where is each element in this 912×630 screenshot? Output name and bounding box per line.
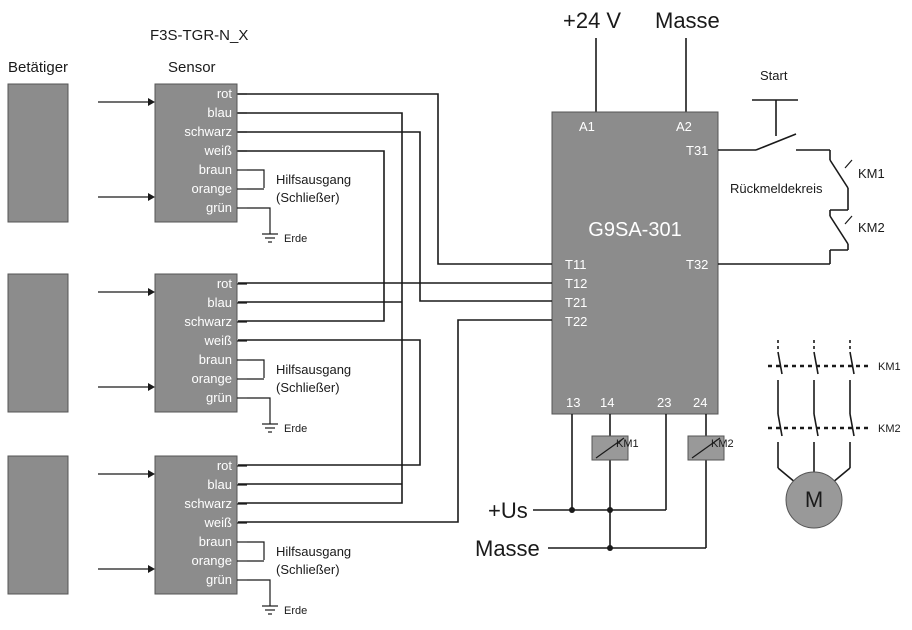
motor-symbol xyxy=(785,471,843,529)
wire-color-label: braun xyxy=(199,534,232,549)
terminal-24: 24 xyxy=(693,395,707,410)
wire-color-label: grün xyxy=(206,390,232,405)
motor-circuit xyxy=(768,340,870,489)
wire-color-label: braun xyxy=(199,162,232,177)
wire-color-label: weiß xyxy=(204,333,233,348)
relay-box xyxy=(551,111,719,415)
sensor-groups: rotblauschwarzweißbraunorangegrünErdeHil… xyxy=(7,83,351,617)
terminal-14: 14 xyxy=(600,395,614,410)
km2-feedback-contact xyxy=(829,215,849,245)
sensor-block xyxy=(154,273,238,413)
start-label: Start xyxy=(760,68,788,83)
supply-ground-label: Masse xyxy=(655,8,720,33)
wire-color-label: orange xyxy=(192,553,232,568)
wire-color-label: rot xyxy=(217,458,233,473)
terminal-13: 13 xyxy=(566,395,580,410)
wire-color-label: grün xyxy=(206,572,232,587)
wire-color-label: schwarz xyxy=(184,124,232,139)
actuator-label: Betätiger xyxy=(8,59,68,76)
bottom-ground-label: Masse xyxy=(475,536,540,561)
sensor-block xyxy=(154,455,238,595)
feedback-loop-label: Rückmeldekreis xyxy=(730,181,823,196)
terminal-t22: T22 xyxy=(565,314,587,329)
wire-color-label: grün xyxy=(206,200,232,215)
sensor-to-relay-wires xyxy=(238,93,552,523)
km1-coil-label: KM1 xyxy=(616,438,639,450)
terminal-a1: A1 xyxy=(579,119,595,134)
km1-feedback-contact xyxy=(829,159,849,189)
earth-label: Erde xyxy=(284,605,307,617)
aux-output-label: Hilfsausgang xyxy=(276,362,351,377)
terminal-t12: T12 xyxy=(565,276,587,291)
terminal-t32: T32 xyxy=(686,257,708,272)
wire-color-label: weiß xyxy=(204,515,233,530)
wire-color-label: blau xyxy=(207,477,232,492)
terminal-a2: A2 xyxy=(676,119,692,134)
terminal-23: 23 xyxy=(657,395,671,410)
sensor-block xyxy=(154,83,238,223)
output-wiring xyxy=(533,414,707,551)
terminal-t11: T11 xyxy=(565,257,586,272)
motor-km2-label: KM2 xyxy=(878,423,901,435)
actuator-block xyxy=(7,273,69,413)
aux-output-type: (Schließer) xyxy=(276,190,340,205)
aux-output-label: Hilfsausgang xyxy=(276,172,351,187)
relay-name: G9SA-301 xyxy=(588,219,681,241)
terminal-t31: T31 xyxy=(686,143,708,158)
wire-color-label: braun xyxy=(199,352,232,367)
aux-output-label: Hilfsausgang xyxy=(276,544,351,559)
km2-label: KM2 xyxy=(858,220,885,235)
sensor-label: Sensor xyxy=(168,59,216,76)
km2-coil-label: KM2 xyxy=(711,438,734,450)
earth-label: Erde xyxy=(284,233,307,245)
actuator-block xyxy=(7,455,69,595)
wire-color-label: blau xyxy=(207,105,232,120)
motor-label: M xyxy=(805,487,823,512)
wire-color-label: rot xyxy=(217,86,233,101)
km1-label: KM1 xyxy=(858,166,885,181)
supply-plus-label: +24 V xyxy=(563,8,621,33)
aux-output-type: (Schließer) xyxy=(276,562,340,577)
wire-color-label: schwarz xyxy=(184,496,232,511)
wire-color-label: blau xyxy=(207,295,232,310)
diagram-title: F3S-TGR-N_X xyxy=(150,27,248,44)
aux-output-type: (Schließer) xyxy=(276,380,340,395)
motor-km1-label: KM1 xyxy=(878,361,901,373)
terminal-t21: T21 xyxy=(565,295,587,310)
wire-color-label: schwarz xyxy=(184,314,232,329)
actuator-block xyxy=(7,83,69,223)
us-label: +Us xyxy=(488,498,528,523)
wire-color-label: orange xyxy=(192,181,232,196)
wire-color-label: orange xyxy=(192,371,232,386)
wire-color-label: weiß xyxy=(204,143,233,158)
wire-color-label: rot xyxy=(217,276,233,291)
earth-label: Erde xyxy=(284,423,307,435)
